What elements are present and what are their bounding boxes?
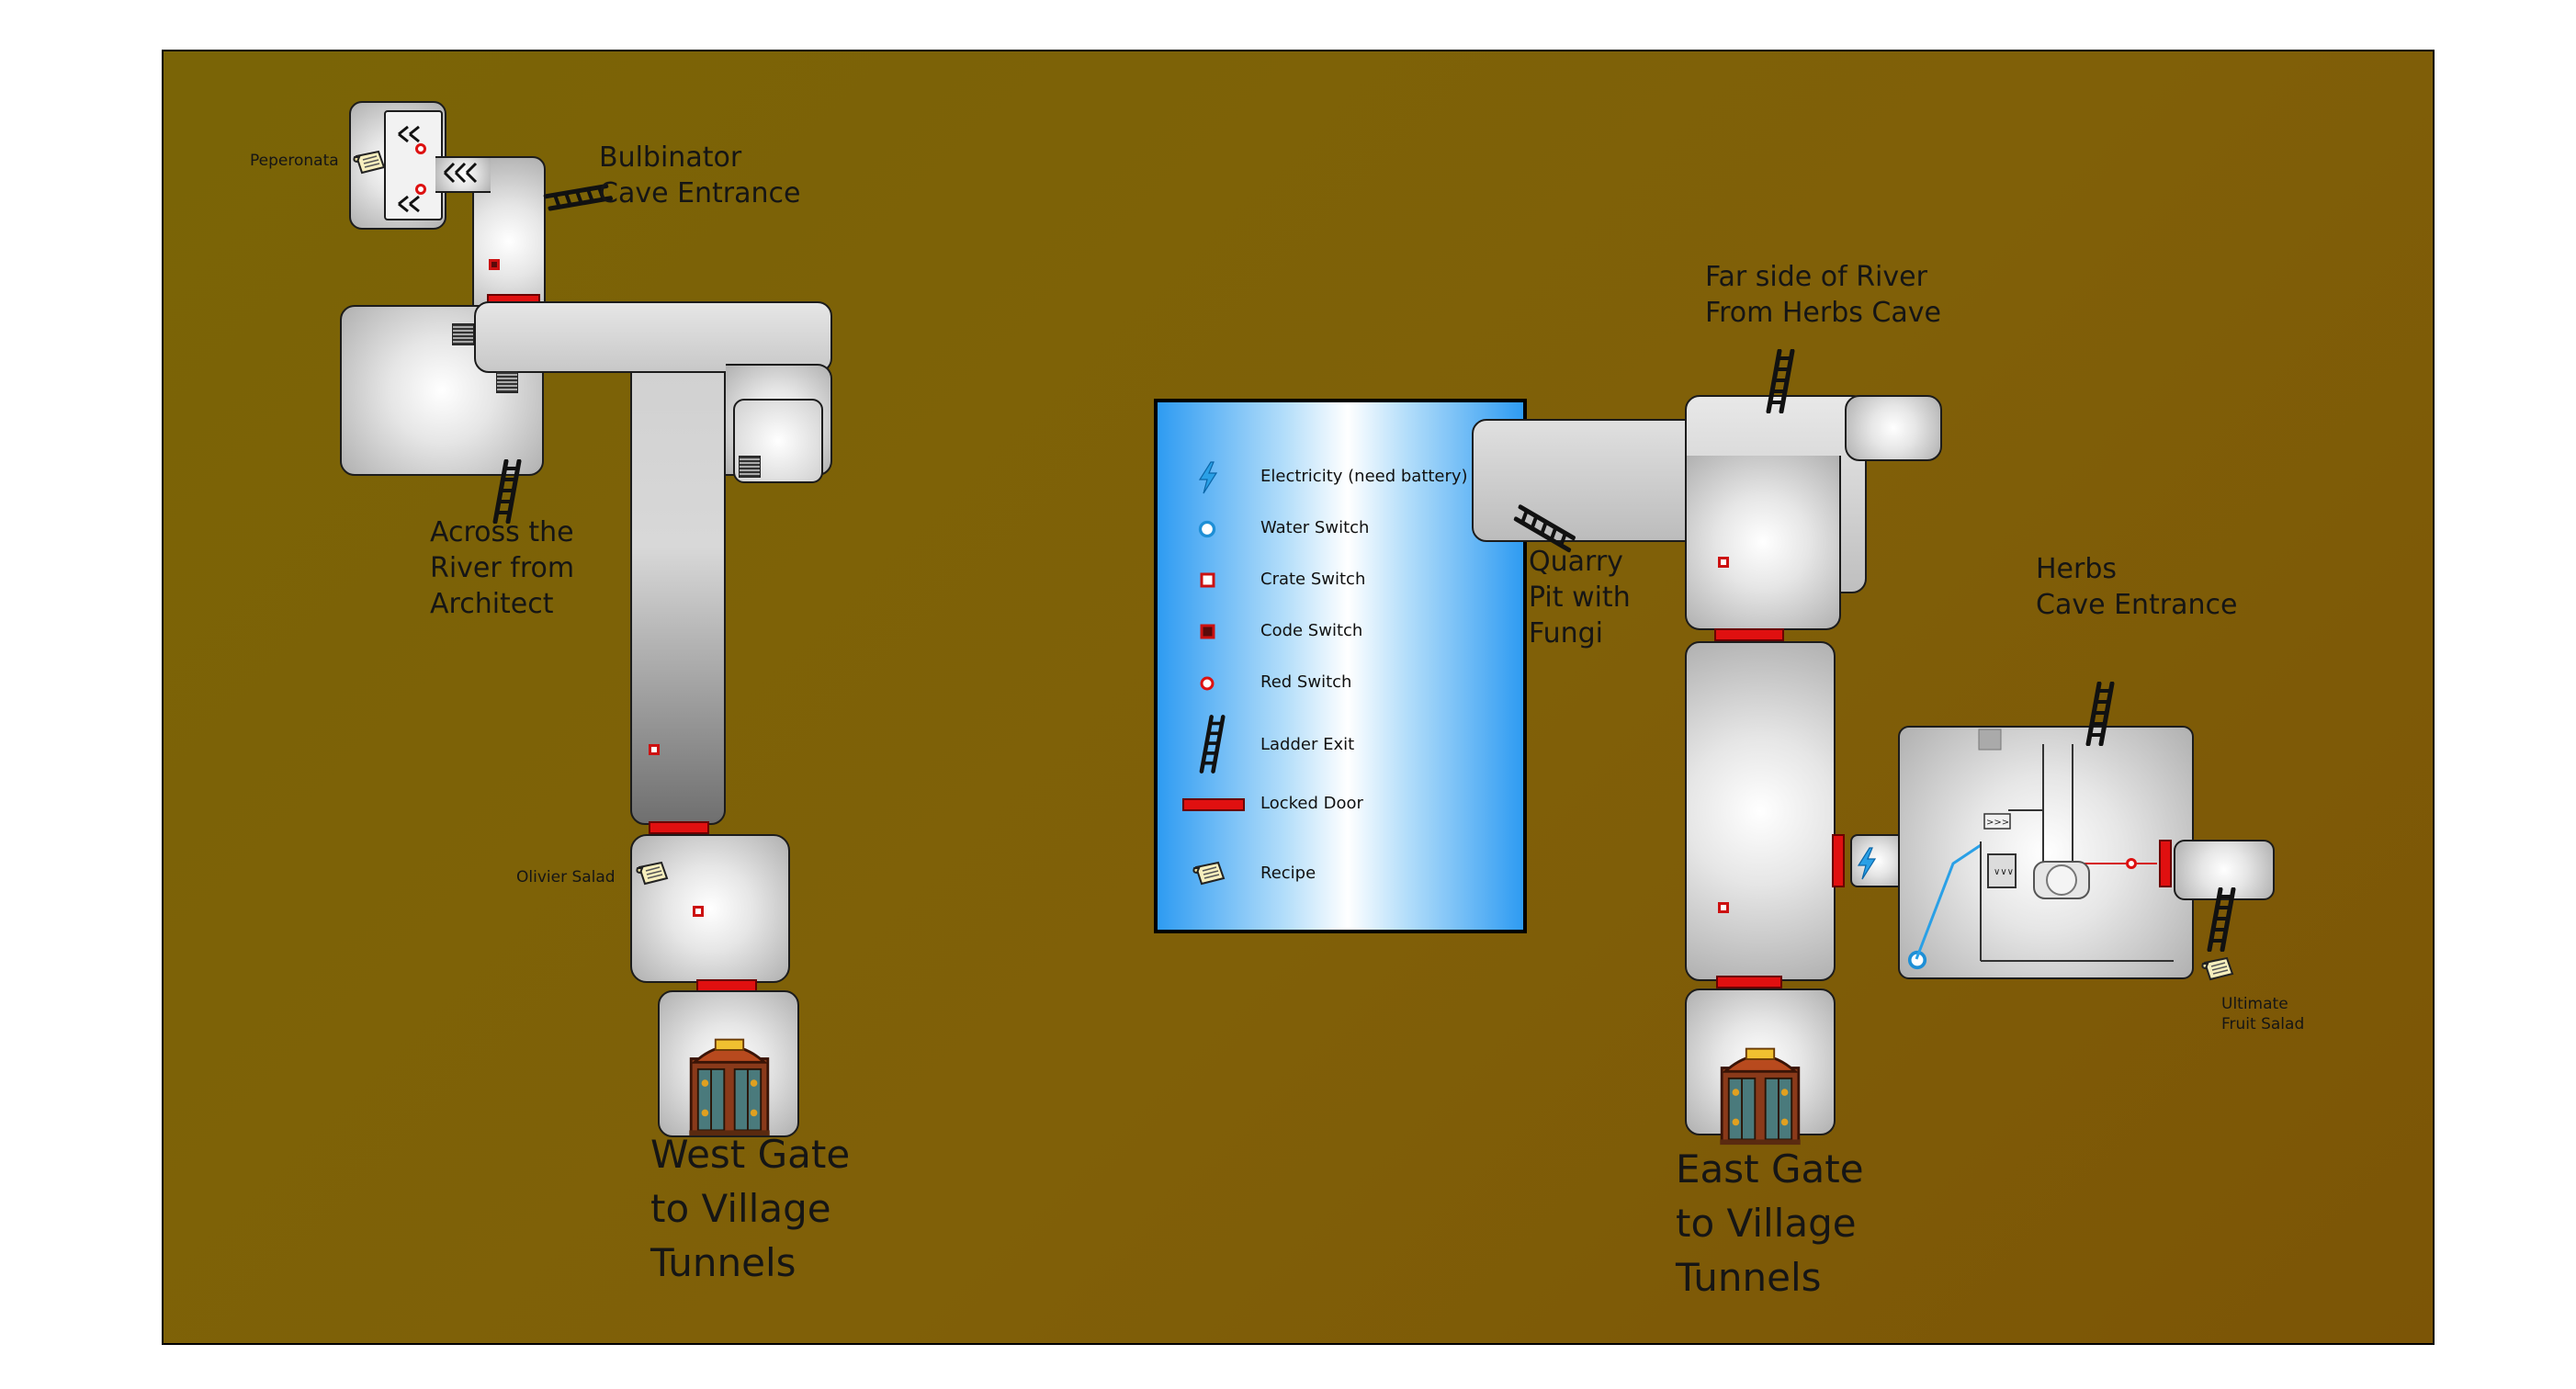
quarry-label: Quarry Pit with Fungi	[1529, 546, 1631, 649]
locked-door[interactable]	[1832, 834, 1845, 887]
floor-grate	[496, 371, 518, 393]
locked-door[interactable]	[1714, 628, 1784, 641]
ladder-icon	[1185, 715, 1231, 774]
recipe-scroll-icon[interactable]	[634, 860, 671, 887]
village-gate-icon	[685, 1033, 774, 1137]
locked-door[interactable]	[1716, 976, 1782, 988]
legend-red-text: Red Switch	[1260, 672, 1352, 692]
village-gate-icon	[1716, 1042, 1804, 1146]
chevrons-icon	[443, 162, 478, 184]
recipe-scroll-icon[interactable]	[2199, 955, 2236, 983]
water-switch-icon	[1198, 520, 1216, 538]
legend-water: Water Switch	[1158, 511, 1523, 548]
crate-switch[interactable]	[1718, 557, 1729, 568]
herbs-link	[1850, 834, 1905, 887]
red-switch-icon	[1200, 676, 1215, 691]
locked-door[interactable]	[649, 821, 709, 834]
map-legend: Electricity (need battery) Water Switch …	[1154, 399, 1527, 933]
code-switch-icon	[1200, 624, 1215, 639]
east-gate-label: East Gate to Village Tunnels	[1676, 1146, 1864, 1300]
herbs-label: Herbs Cave Entrance	[2036, 553, 2238, 621]
quarry-corridor	[1472, 419, 1720, 542]
red-switch[interactable]	[415, 184, 426, 195]
recipe-scroll-icon	[1192, 862, 1225, 885]
legend-ladder-text: Ladder Exit	[1260, 735, 1355, 754]
west-top-hall	[474, 301, 832, 373]
olivier-label: Olivier Salad	[516, 868, 616, 886]
legend-recipe-text: Recipe	[1260, 864, 1316, 883]
svg-text:>>>: >>>	[1986, 818, 2009, 828]
legend-red: Red Switch	[1158, 665, 1523, 702]
chevrons-icon	[398, 195, 420, 213]
svg-text:∨∨∨: ∨∨∨	[1994, 867, 2014, 877]
legend-electricity: Electricity (need battery)	[1158, 459, 1523, 496]
across-river-label: Across the River from Architect	[430, 516, 575, 620]
ladder-icon[interactable]	[2199, 887, 2236, 952]
legend-locked: Locked Door	[1158, 786, 1523, 823]
red-switch[interactable]	[2126, 858, 2137, 869]
east-central-room	[1685, 641, 1836, 981]
herbs-cave-wiring: >>> ∨∨∨	[1915, 728, 2174, 962]
ultimate-label: Ultimate Fruit Salad	[2221, 995, 2305, 1034]
lightning-bolt-icon	[1199, 461, 1217, 494]
west-main-corridor	[630, 320, 726, 825]
floor-grate	[452, 323, 474, 345]
legend-recipe: Recipe	[1158, 856, 1523, 893]
legend-electricity-text: Electricity (need battery)	[1260, 467, 1468, 486]
legend-water-text: Water Switch	[1260, 518, 1370, 537]
crate-switch[interactable]	[693, 906, 704, 917]
far-side-lower	[1685, 456, 1841, 630]
chevrons-icon	[398, 125, 420, 143]
crate-switch[interactable]	[649, 744, 660, 755]
far-side-label: Far side of River From Herbs Cave	[1705, 261, 1941, 329]
game-map: Peperonata Bulbinator Cave Entrance Acro…	[162, 50, 2435, 1345]
crate-switch-icon	[1200, 572, 1215, 588]
quarry-link	[1845, 395, 1942, 461]
peperonata-label: Peperonata	[250, 152, 339, 170]
crate-switch[interactable]	[1718, 902, 1729, 913]
legend-crate: Crate Switch	[1158, 562, 1523, 599]
bulbinator-label: Bulbinator Cave Entrance	[599, 141, 801, 209]
ladder-icon[interactable]	[1758, 349, 1795, 413]
olivier-room	[630, 834, 790, 983]
switch-wire	[2137, 863, 2157, 864]
code-switch[interactable]	[489, 259, 500, 270]
locked-door-icon	[1182, 798, 1245, 811]
west-gate-label: West Gate to Village Tunnels	[650, 1132, 851, 1285]
herbs-cave-room	[1898, 726, 2194, 979]
legend-crate-text: Crate Switch	[1260, 570, 1366, 589]
locked-door[interactable]	[2159, 840, 2172, 887]
ladder-icon[interactable]	[2078, 682, 2115, 746]
legend-locked-text: Locked Door	[1260, 794, 1363, 813]
floor-grate	[739, 456, 761, 478]
lightning-bolt-icon[interactable]	[1856, 847, 1878, 880]
legend-code: Code Switch	[1158, 614, 1523, 650]
legend-ladder: Ladder Exit	[1158, 715, 1523, 774]
red-switch[interactable]	[415, 143, 426, 154]
legend-code-text: Code Switch	[1260, 621, 1363, 640]
recipe-scroll-icon[interactable]	[351, 149, 388, 176]
fruit-salad-room	[2174, 840, 2275, 900]
